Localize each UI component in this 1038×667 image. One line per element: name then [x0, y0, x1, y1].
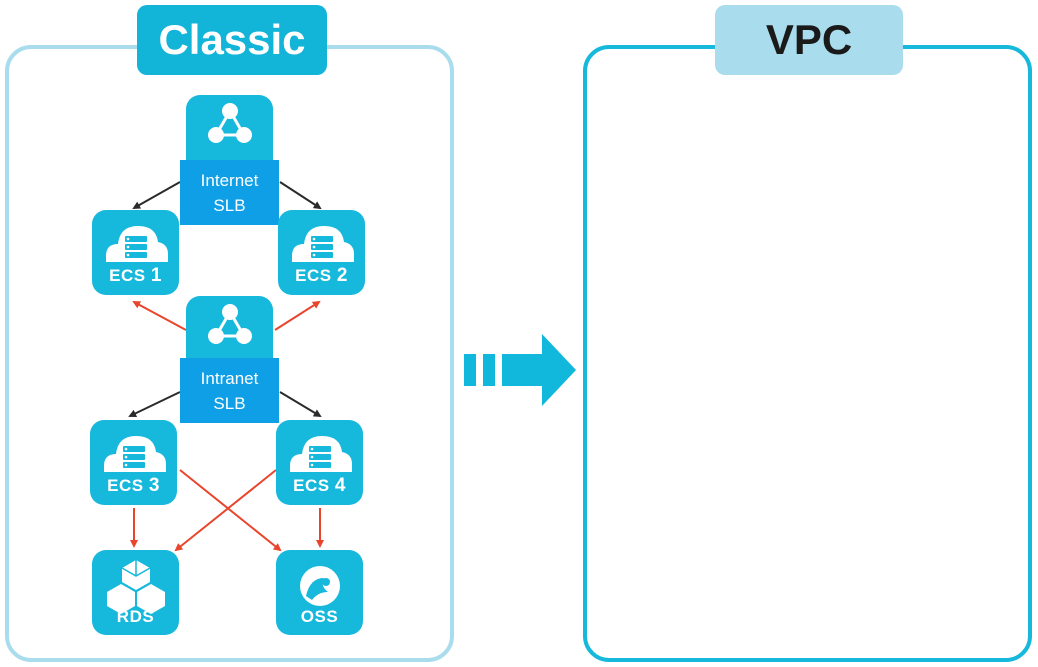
link-internet-slb-ecs1	[132, 181, 181, 209]
link-intranet-slb-ecs4	[279, 391, 322, 418]
internet-slb-label: Internet SLB	[180, 160, 279, 225]
cloud-server-icon	[292, 226, 354, 262]
storage-swirl-icon	[300, 566, 340, 606]
intranet-slb-line1: Intranet	[200, 368, 259, 388]
ecs4-node: ECS 4	[276, 420, 363, 505]
intranet-slb-line2: SLB	[213, 393, 246, 413]
ecs1-label: ECS 1	[109, 265, 162, 286]
link-internet-slb-ecs2	[279, 181, 322, 210]
vpc-title: VPC	[715, 5, 903, 75]
cloud-server-icon	[290, 436, 352, 472]
network-hub-icon	[208, 304, 252, 344]
link-intranet-slb-ecs2	[274, 300, 321, 331]
classic-title: Classic	[137, 5, 327, 75]
ecs2-node: ECS 2	[278, 210, 365, 295]
intranet-slb-label: Intranet SLB	[180, 358, 279, 423]
ecs2-label: ECS 2	[295, 265, 348, 286]
network-hub-icon	[208, 103, 252, 143]
internet-slb-line2: SLB	[213, 195, 246, 215]
oss-label: OSS	[300, 607, 339, 626]
rds-node: RDS	[92, 550, 179, 635]
link-intranet-slb-ecs1	[132, 301, 187, 331]
internet-slb-line1: Internet	[200, 170, 259, 190]
ecs3-label: ECS 3	[107, 475, 160, 496]
rds-label: RDS	[116, 607, 155, 626]
database-cubes-icon	[107, 560, 165, 614]
oss-node: OSS	[276, 550, 363, 635]
migration-arrow-icon	[464, 334, 576, 406]
link-ecs4-rds	[174, 469, 277, 552]
link-intranet-slb-ecs3	[128, 391, 181, 418]
ecs3-node: ECS 3	[90, 420, 177, 505]
link-ecs3-oss	[179, 469, 282, 552]
cloud-server-icon	[104, 436, 166, 472]
vpc-panel	[583, 45, 1032, 662]
cloud-server-icon	[106, 226, 168, 262]
ecs1-node: ECS 1	[92, 210, 179, 295]
ecs4-label: ECS 4	[293, 475, 346, 496]
